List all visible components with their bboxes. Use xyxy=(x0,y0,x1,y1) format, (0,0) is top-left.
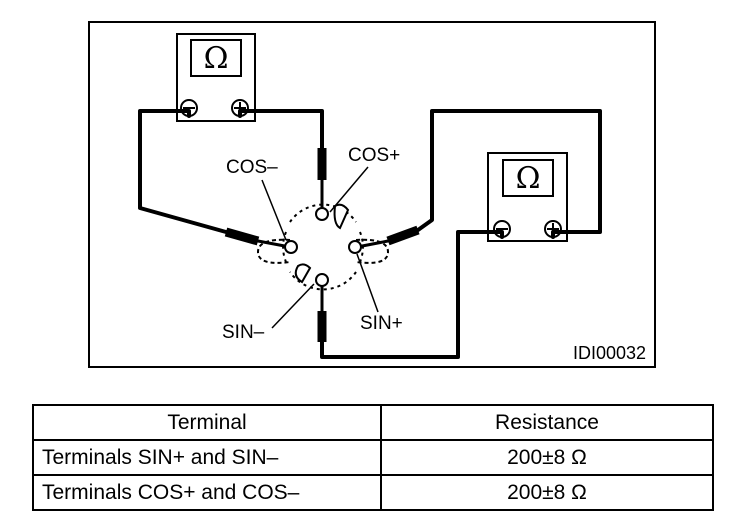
connector xyxy=(256,203,390,291)
pin-cos-minus xyxy=(284,240,298,254)
leader-lines xyxy=(261,166,379,329)
label-cos-plus: COS+ xyxy=(348,145,400,166)
probe-tips xyxy=(256,178,390,313)
test-leads xyxy=(138,109,602,359)
connector-test-diagram: Ω Ω xyxy=(88,21,656,368)
label-sin-plus: SIN+ xyxy=(360,313,403,334)
ohm-symbol: Ω xyxy=(516,161,541,196)
ohmmeter-left: Ω xyxy=(176,33,256,122)
pin-sin-plus xyxy=(348,240,362,254)
probe-bodies xyxy=(224,148,420,342)
column-header-resistance: Resistance xyxy=(380,404,714,441)
table-header-row: Terminal Resistance xyxy=(32,404,714,441)
column-header-terminal: Terminal xyxy=(32,404,382,441)
resistance-spec-table: Terminal Resistance Terminals SIN+ and S… xyxy=(32,404,714,511)
label-cos-minus: COS– xyxy=(226,157,278,178)
resistance-cell: 200±8 Ω xyxy=(380,439,714,476)
label-sin-minus: SIN– xyxy=(222,322,265,343)
ohm-symbol: Ω xyxy=(204,41,229,76)
pin-sin-minus xyxy=(315,273,329,287)
terminal-cell: Terminals COS+ and COS– xyxy=(32,474,382,511)
terminal-cell: Terminals SIN+ and SIN– xyxy=(32,439,382,476)
table-row: Terminals COS+ and COS– 200±8 Ω xyxy=(32,474,714,511)
figure-code: IDI00032 xyxy=(573,343,646,363)
ohmmeter-right: Ω xyxy=(487,152,568,242)
table-row: Terminals SIN+ and SIN– 200±8 Ω xyxy=(32,439,714,476)
figure-frame xyxy=(88,21,656,368)
pin-cos-plus xyxy=(315,207,329,221)
resistance-cell: 200±8 Ω xyxy=(380,474,714,511)
